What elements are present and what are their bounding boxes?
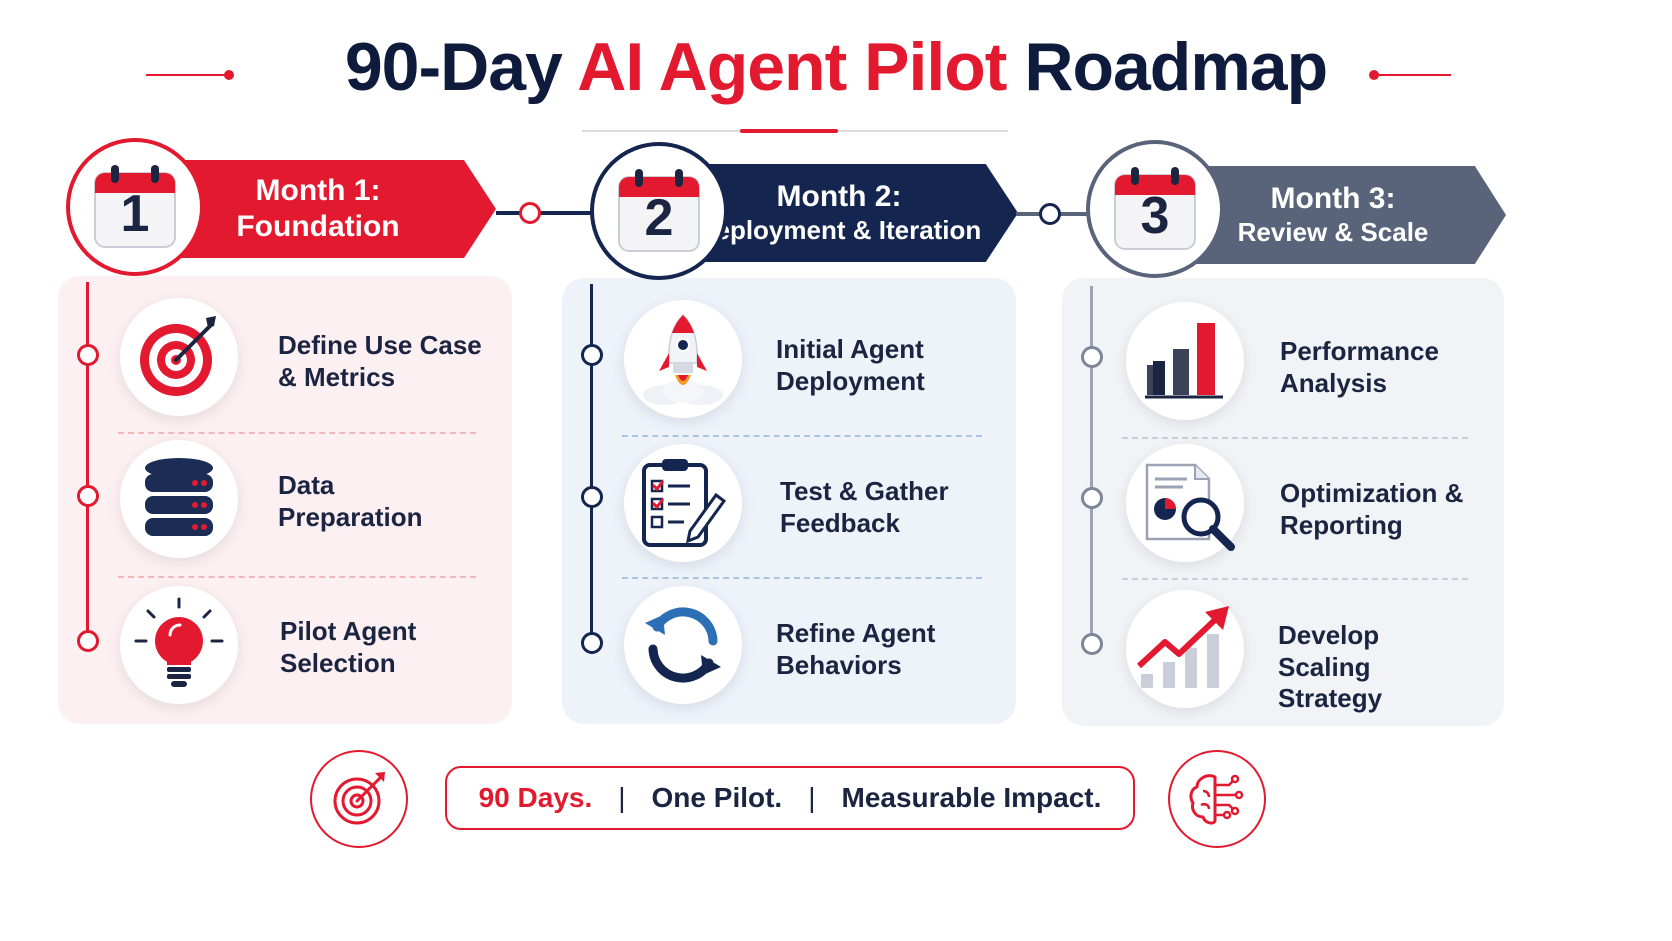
- month-2-item-2-icon-wrap: [624, 444, 742, 562]
- divider: [118, 576, 476, 578]
- month-1-badge: [66, 138, 204, 276]
- month-2-timeline-node: [581, 632, 603, 654]
- divider: [622, 577, 982, 579]
- month-2-item-3-icon-wrap: [624, 586, 742, 704]
- rocket-icon: [643, 313, 723, 405]
- tagline-part-3: Measurable Impact.: [841, 782, 1102, 813]
- calendar-icon: [94, 165, 176, 248]
- brain-circuit-icon: [1189, 774, 1244, 825]
- month-1-item-3-label: Pilot Agent Selection: [280, 616, 417, 678]
- title-decor-line-right: [1377, 74, 1451, 76]
- divider: [118, 432, 476, 434]
- month-2-timeline-node: [581, 344, 603, 366]
- title-part-2: AI Agent Pilot: [577, 29, 1007, 105]
- month-3-item-3-label: Develop Scaling Strategy: [1278, 620, 1383, 714]
- title-part-3: Roadmap: [1006, 29, 1328, 105]
- month-1-item-2-icon-wrap: [120, 440, 238, 558]
- title-part-1: 90-Day: [344, 29, 578, 105]
- month-1-item-2-label: Data Preparation: [278, 470, 423, 532]
- month-3-timeline-node: [1081, 633, 1103, 655]
- month-3-item-3-icon-wrap: [1126, 590, 1244, 708]
- month-1-subheading: Foundation: [236, 210, 400, 243]
- month-3-item-2-icon-wrap: [1126, 444, 1244, 562]
- target-icon: [140, 316, 216, 396]
- growth-chart-icon: [1136, 606, 1229, 688]
- month-1-timeline-node: [77, 485, 99, 507]
- month-2-badge: [590, 142, 728, 280]
- month-1-timeline: [86, 282, 89, 644]
- refresh-icon: [645, 607, 721, 683]
- bottom-target-badge: [310, 750, 408, 848]
- title-decor-dot-left: [224, 70, 234, 80]
- month-1-item-3-icon-wrap: [120, 586, 238, 704]
- month-2-timeline: [590, 284, 593, 646]
- month-3-timeline: [1090, 286, 1093, 648]
- month-3-timeline-node: [1081, 487, 1103, 509]
- month-1-item-1-label: Define Use Case & Metrics: [278, 330, 482, 392]
- month-2-item-3-label: Refine Agent Behaviors: [776, 618, 936, 680]
- month-1-number: 1: [120, 185, 150, 243]
- tagline-part-1: 90 Days.: [478, 782, 593, 813]
- title-decor-dot-right: [1369, 70, 1379, 80]
- month-1-timeline-node: [77, 630, 99, 652]
- month-2-heading: Month 2:: [776, 180, 902, 214]
- divider: [622, 435, 982, 437]
- month-3-item-2-label: Optimization & Reporting: [1280, 478, 1464, 540]
- connector-1-2: [496, 211, 596, 215]
- month-1-heading: Month 1:: [255, 174, 381, 207]
- month-3-badge: [1086, 140, 1224, 278]
- month-2-subheading: Deployment & Iteration: [696, 215, 982, 246]
- month-1-banner: Month 1: Foundation: [140, 160, 496, 258]
- title-decor-line-left: [146, 74, 226, 76]
- month-1-timeline-node: [77, 344, 99, 366]
- month-3-heading: Month 3:: [1270, 182, 1396, 216]
- tagline-separator: |: [808, 782, 816, 813]
- tagline-separator: |: [618, 782, 626, 813]
- month-1-item-1-icon-wrap: [120, 298, 238, 416]
- page-title: 90-Day AI Agent Pilot Roadmap: [0, 28, 1672, 106]
- lightbulb-icon: [134, 597, 224, 687]
- month-2-timeline-node: [581, 486, 603, 508]
- bottom-brain-badge: [1168, 750, 1266, 848]
- month-2-item-1-icon-wrap: [624, 300, 742, 418]
- tagline-box: 90 Days. | One Pilot. | Measurable Impac…: [445, 766, 1135, 830]
- target-icon: [333, 772, 385, 825]
- bar-chart-icon: [1145, 323, 1223, 399]
- month-3-item-1-label: Performance Analysis: [1280, 336, 1439, 398]
- month-3-item-1-icon-wrap: [1126, 302, 1244, 420]
- divider: [1122, 578, 1468, 580]
- divider: [1122, 437, 1468, 439]
- calendar-icon: [618, 169, 700, 252]
- month-3-subheading: Review & Scale: [1237, 217, 1429, 248]
- calendar-icon: [1114, 167, 1196, 250]
- month-3-number: 3: [1140, 187, 1170, 245]
- clipboard-icon: [642, 459, 727, 547]
- title-underline-accent: [740, 129, 838, 133]
- tagline-part-2: One Pilot.: [651, 782, 783, 813]
- month-2-item-1-label: Initial Agent Deployment: [776, 334, 925, 396]
- database-icon: [145, 458, 213, 536]
- connector-node-1: [519, 202, 541, 224]
- month-2-number: 2: [644, 189, 674, 247]
- month-3-timeline-node: [1081, 346, 1103, 368]
- month-2-item-2-label: Test & Gather Feedback: [780, 476, 949, 538]
- report-magnifier-icon: [1145, 463, 1235, 551]
- connector-node-2: [1039, 203, 1061, 225]
